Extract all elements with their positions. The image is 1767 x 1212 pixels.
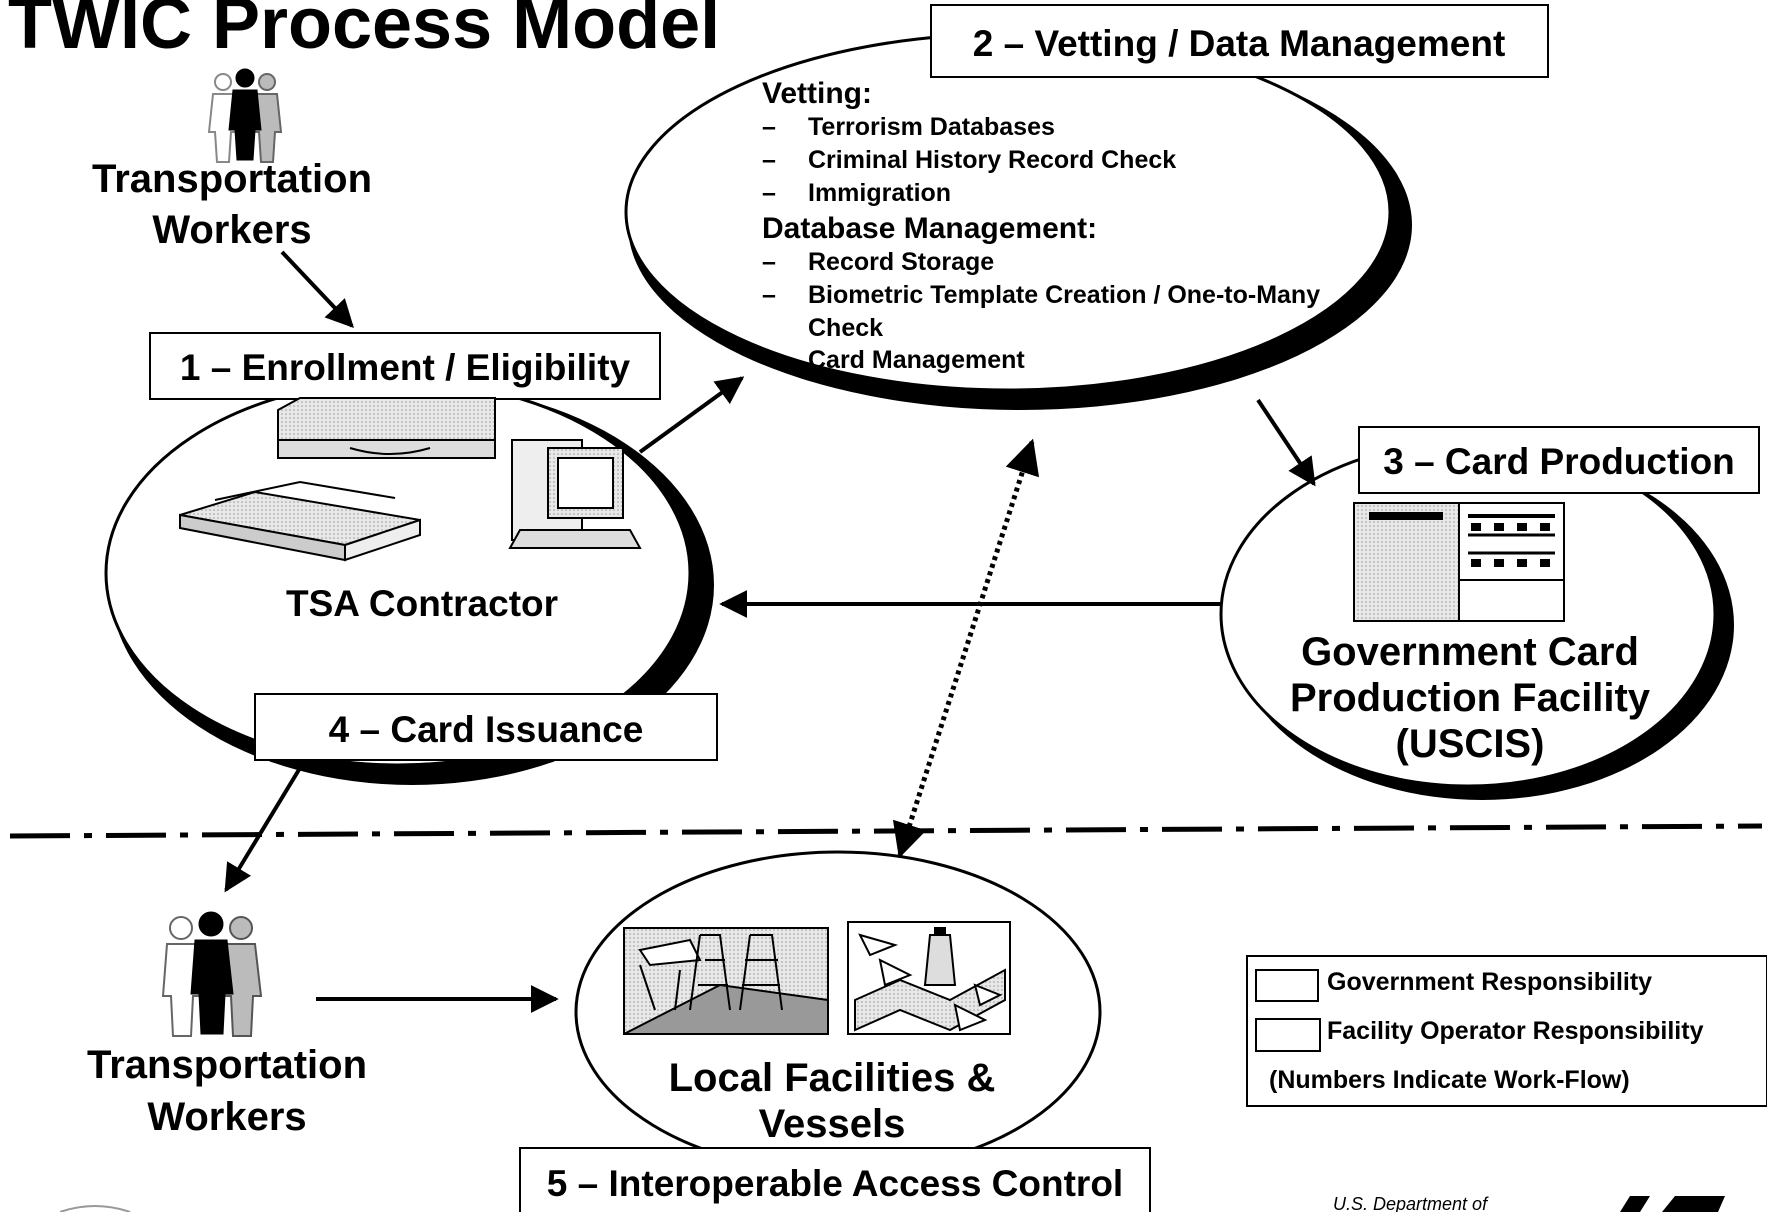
- seal-icon: [59, 1205, 131, 1212]
- step5-caption-line2: Vessels: [759, 1102, 906, 1146]
- db-item-1: Record Storage: [808, 248, 994, 276]
- airport-icon: [847, 921, 1011, 1035]
- step5-caption-line1: Local Facilities &: [669, 1056, 996, 1100]
- arrow-vetting-to-local-facilities: [892, 438, 1040, 859]
- dot-logo-icon: [1662, 1196, 1725, 1212]
- step1-label-box: [149, 332, 661, 400]
- workers-top-line2: Workers: [152, 208, 311, 252]
- legend-government: Government Responsibility: [1327, 968, 1652, 996]
- workers-top-icon: [207, 68, 283, 163]
- vetting-item-3: Immigration: [808, 179, 951, 207]
- footer-agency: U.S. Department of: [1333, 1194, 1489, 1212]
- dash: –: [762, 179, 776, 207]
- step2-label: 2 – Vetting / Data Management: [973, 23, 1506, 64]
- id-card-icon: [1353, 502, 1565, 622]
- step3-caption-line3: (USCIS): [1396, 722, 1545, 766]
- workers-bottom-icon: [161, 911, 263, 1037]
- dash: –: [762, 248, 776, 276]
- legend: Government Responsibility Facility Opera…: [1246, 955, 1767, 1107]
- vetting-item-1: Terrorism Databases: [808, 113, 1055, 141]
- step3-caption-line2: Production Facility: [1290, 676, 1651, 720]
- legend-facility-swatch: [1255, 1018, 1321, 1052]
- workers-top-line1: Transportation: [92, 157, 372, 201]
- dash: –: [762, 146, 776, 174]
- enrollment-equipment-icon: [179, 397, 642, 562]
- workers-bottom-line2: Workers: [147, 1095, 306, 1139]
- arrow-workers-to-enrollment: [280, 250, 354, 329]
- dash: –: [762, 281, 776, 309]
- vetting-heading: Vetting:: [762, 77, 872, 110]
- port-facilities-icon: [623, 927, 829, 1035]
- legend-note: (Numbers Indicate Work-Flow): [1269, 1066, 1630, 1094]
- legend-facility: Facility Operator Responsibility: [1327, 1017, 1704, 1045]
- dash: –: [762, 113, 776, 141]
- database-heading: Database Management:: [762, 212, 1097, 245]
- workers-bottom-line1: Transportation: [87, 1043, 367, 1087]
- step5-label-box: [519, 1147, 1151, 1212]
- arrow-vetting-to-production: [1256, 398, 1316, 487]
- vetting-ellipse: [624, 32, 1412, 410]
- vetting-item-2: Criminal History Record Check: [808, 146, 1176, 174]
- step3-label: 3 – Card Production: [1383, 441, 1735, 482]
- step5-label: 5 – Interoperable Access Control: [547, 1163, 1123, 1204]
- db-item-2-cont: Check: [808, 314, 883, 342]
- step3-label-box: [1358, 426, 1760, 494]
- page-title: TWIC Process Model: [8, 0, 720, 64]
- legend-government-swatch: [1255, 969, 1319, 1002]
- step3-caption-line1: Government Card: [1301, 630, 1639, 674]
- step1-label: 1 – Enrollment / Eligibility: [180, 347, 631, 388]
- dot-logo-stripe-icon: [1620, 1196, 1650, 1212]
- arrow-issuance-to-workers: [224, 766, 302, 893]
- vetting-content: Vetting: – Terrorism Databases – Crimina…: [762, 77, 1320, 374]
- step2-label-box: [930, 4, 1549, 78]
- step1-caption: TSA Contractor: [286, 583, 558, 624]
- db-item-2: Biometric Template Creation / One-to-Man…: [808, 281, 1320, 309]
- step4-label: 4 – Card Issuance: [329, 709, 644, 750]
- db-item-3: Card Management: [808, 346, 1025, 374]
- responsibility-boundary-line: [9, 823, 1763, 839]
- step4-label-box: [254, 693, 718, 761]
- arrow-enrollment-to-vetting: [638, 376, 745, 454]
